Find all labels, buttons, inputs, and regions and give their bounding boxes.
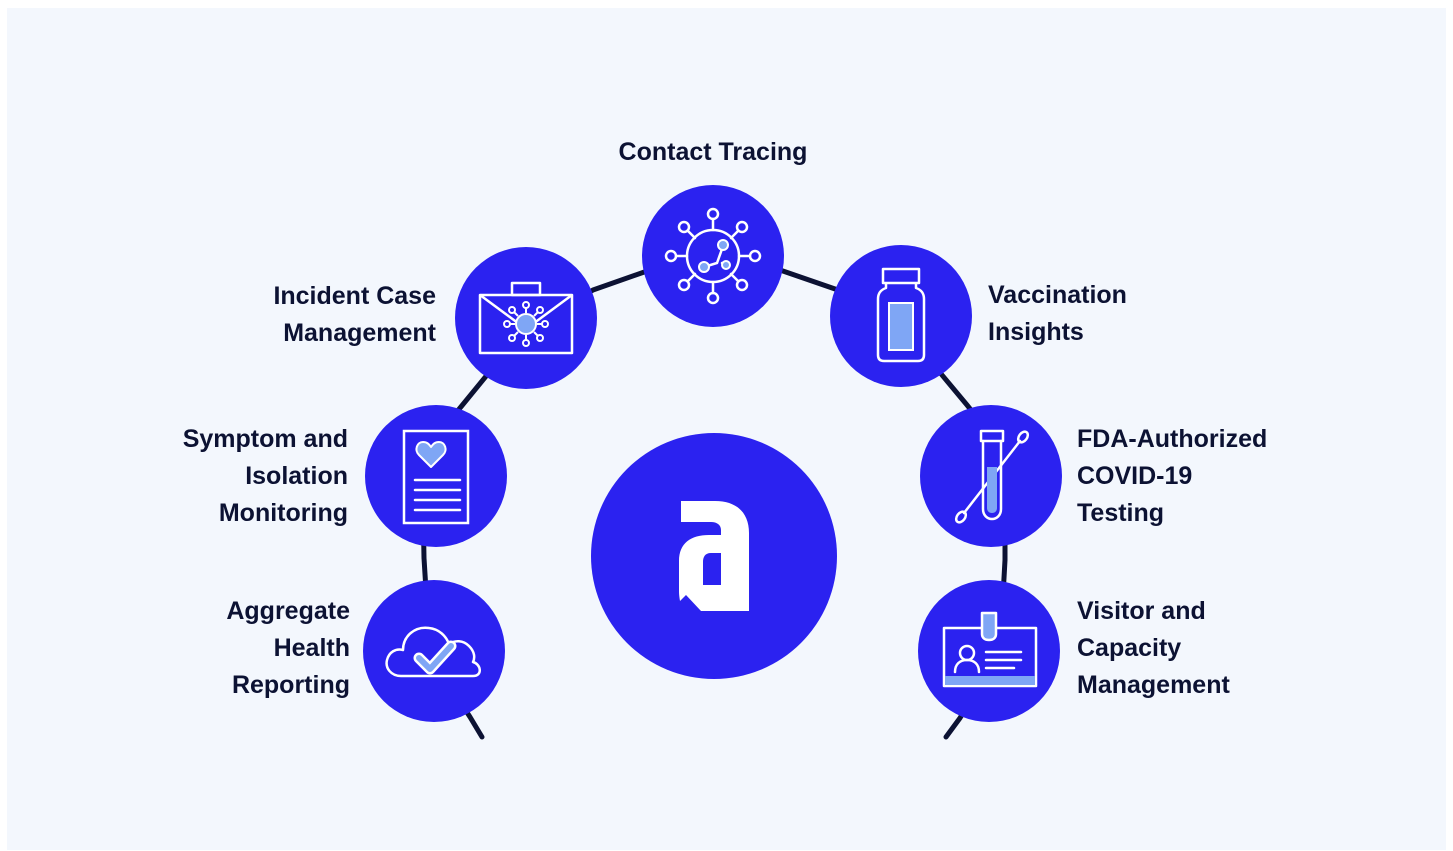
node-fda-testing [920,405,1062,547]
cloud-check-icon [385,626,481,678]
node-symptom [365,405,507,547]
label-visitor: Visitor and Capacity Management [1077,597,1230,699]
label-aggregate: Aggregate Health Reporting [226,597,350,699]
node-visitor [918,580,1060,722]
label-vaccination: Vaccination Insights [988,281,1127,346]
label-fda-testing: FDA-Authorized COVID-19 Testing [1077,425,1268,527]
label-symptom: Symptom and Isolation Monitoring [182,425,348,527]
vaccine-vial-icon [876,267,926,363]
background-panel [7,8,1446,850]
node-incident-case [455,247,597,389]
briefcase-virus-icon [478,281,574,355]
id-badge-icon [942,611,1038,688]
heart-document-icon [402,429,470,525]
virus-network-icon [664,207,762,305]
node-contact-tracing [642,185,784,327]
label-contact-tracing: Contact Tracing [618,138,808,166]
label-incident-case: Incident Case Management [273,282,436,347]
node-aggregate [363,580,505,722]
test-tube-swab-icon [954,429,1030,524]
center-logo-node [591,433,837,679]
node-vaccination [830,245,972,387]
logo-a-icon [679,501,749,611]
